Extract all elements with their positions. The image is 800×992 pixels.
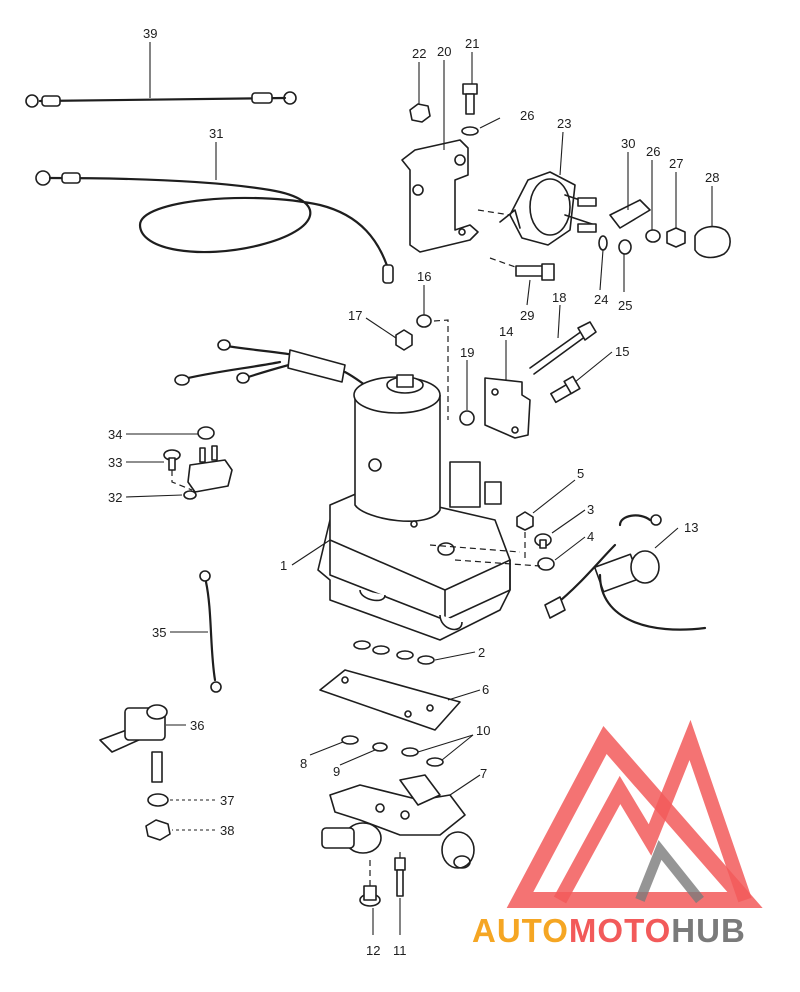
callout-10: 10 [476, 723, 490, 738]
part-33-screw [163, 449, 181, 471]
part-1-pump-assembly [317, 374, 511, 641]
callout-23: 23 [557, 116, 571, 131]
assembly-line-manifold [369, 852, 401, 886]
callout-27: 27 [669, 156, 683, 171]
part-25-lockwasher [618, 239, 632, 255]
callout-16: 16 [417, 269, 431, 284]
part-31-long-cable [35, 170, 394, 284]
callout-labels: 39 31 20 22 21 26 23 30 26 27 28 29 24 2… [108, 26, 719, 958]
part-5-screw [516, 511, 534, 531]
part-39-short-cable [25, 91, 297, 108]
callout-2: 2 [478, 645, 485, 660]
assembly-line-32 [171, 470, 193, 491]
callout-18: 18 [552, 290, 566, 305]
watermark-text-auto: AUTO [472, 912, 569, 949]
part-21-bolt [462, 83, 478, 115]
callout-24: 24 [594, 292, 608, 307]
watermark-text-hub: HUB [671, 912, 746, 949]
callout-35: 35 [152, 625, 166, 640]
part-16-washer [416, 314, 432, 328]
part-15-bolt [550, 375, 581, 404]
part-26-nut [645, 229, 661, 243]
callout-31: 31 [209, 126, 223, 141]
part-11-bolt [394, 857, 406, 897]
callout-39: 39 [143, 26, 157, 41]
callout-3: 3 [587, 502, 594, 517]
part-8-o-ring [341, 735, 359, 745]
callout-9: 9 [333, 764, 340, 779]
assembly-line-solenoid [477, 209, 519, 269]
callout-5: 5 [577, 466, 584, 481]
callout-7: 7 [480, 766, 487, 781]
callout-21: 21 [465, 36, 479, 51]
part-6-plate [319, 669, 461, 731]
part-34-nut [197, 426, 215, 440]
pump-wiring-harness [174, 339, 382, 397]
part-17-nut [395, 329, 413, 351]
part-9-o-ring [372, 742, 388, 752]
callout-28: 28 [705, 170, 719, 185]
part-37-lockwasher [147, 793, 169, 807]
part-38-nut [145, 819, 171, 841]
part-35-ground-strap [199, 570, 222, 693]
callout-15: 15 [615, 344, 629, 359]
watermark-text: AUTOMOTOHUB [472, 912, 746, 949]
leader-lines [125, 42, 713, 935]
callout-26-top: 26 [520, 108, 534, 123]
callout-13: 13 [684, 520, 698, 535]
part-3-screw [534, 533, 552, 549]
callout-36: 36 [190, 718, 204, 733]
part-12-plug [359, 885, 381, 907]
part-20-bracket [401, 139, 479, 253]
part-19-nut [459, 410, 475, 426]
callout-4: 4 [587, 529, 594, 544]
callout-6: 6 [482, 682, 489, 697]
part-2-o-rings [353, 640, 435, 665]
callout-11: 11 [393, 943, 407, 958]
assembly-line-16 [433, 319, 449, 420]
callout-34: 34 [108, 427, 122, 442]
callout-29: 29 [520, 308, 534, 323]
part-36-component [99, 704, 168, 783]
part-4-washer [537, 557, 555, 571]
part-18-long-bolt [529, 321, 597, 375]
callout-32: 32 [108, 490, 122, 505]
part-30-bar [609, 199, 651, 229]
part-32-terminal-block [183, 445, 233, 500]
callout-37: 37 [220, 793, 234, 808]
assembly-line-fasteners [429, 532, 541, 567]
part-14-bracket [484, 377, 531, 439]
part-26-washer-top [461, 126, 479, 136]
callout-26-right: 26 [646, 144, 660, 159]
callout-1: 1 [280, 558, 287, 573]
callout-17: 17 [348, 308, 362, 323]
callout-38: 38 [220, 823, 234, 838]
watermark-text-moto: MOTO [569, 912, 671, 949]
part-24-washer [598, 235, 608, 251]
callout-20: 20 [437, 44, 451, 59]
part-7-manifold [321, 774, 475, 869]
part-22-nut [409, 103, 431, 123]
watermark-logo [506, 719, 763, 908]
part-28-boot [694, 225, 731, 259]
callout-22: 22 [412, 46, 426, 61]
part-27-nut [666, 227, 686, 248]
callout-19: 19 [460, 345, 474, 360]
part-29-bolt [515, 263, 555, 281]
callout-8: 8 [300, 756, 307, 771]
part-13-sender [544, 514, 707, 631]
callout-14: 14 [499, 324, 513, 339]
callout-25: 25 [618, 298, 632, 313]
callout-30: 30 [621, 136, 635, 151]
part-23-solenoid [499, 171, 597, 246]
callout-33: 33 [108, 455, 122, 470]
callout-12: 12 [366, 943, 380, 958]
